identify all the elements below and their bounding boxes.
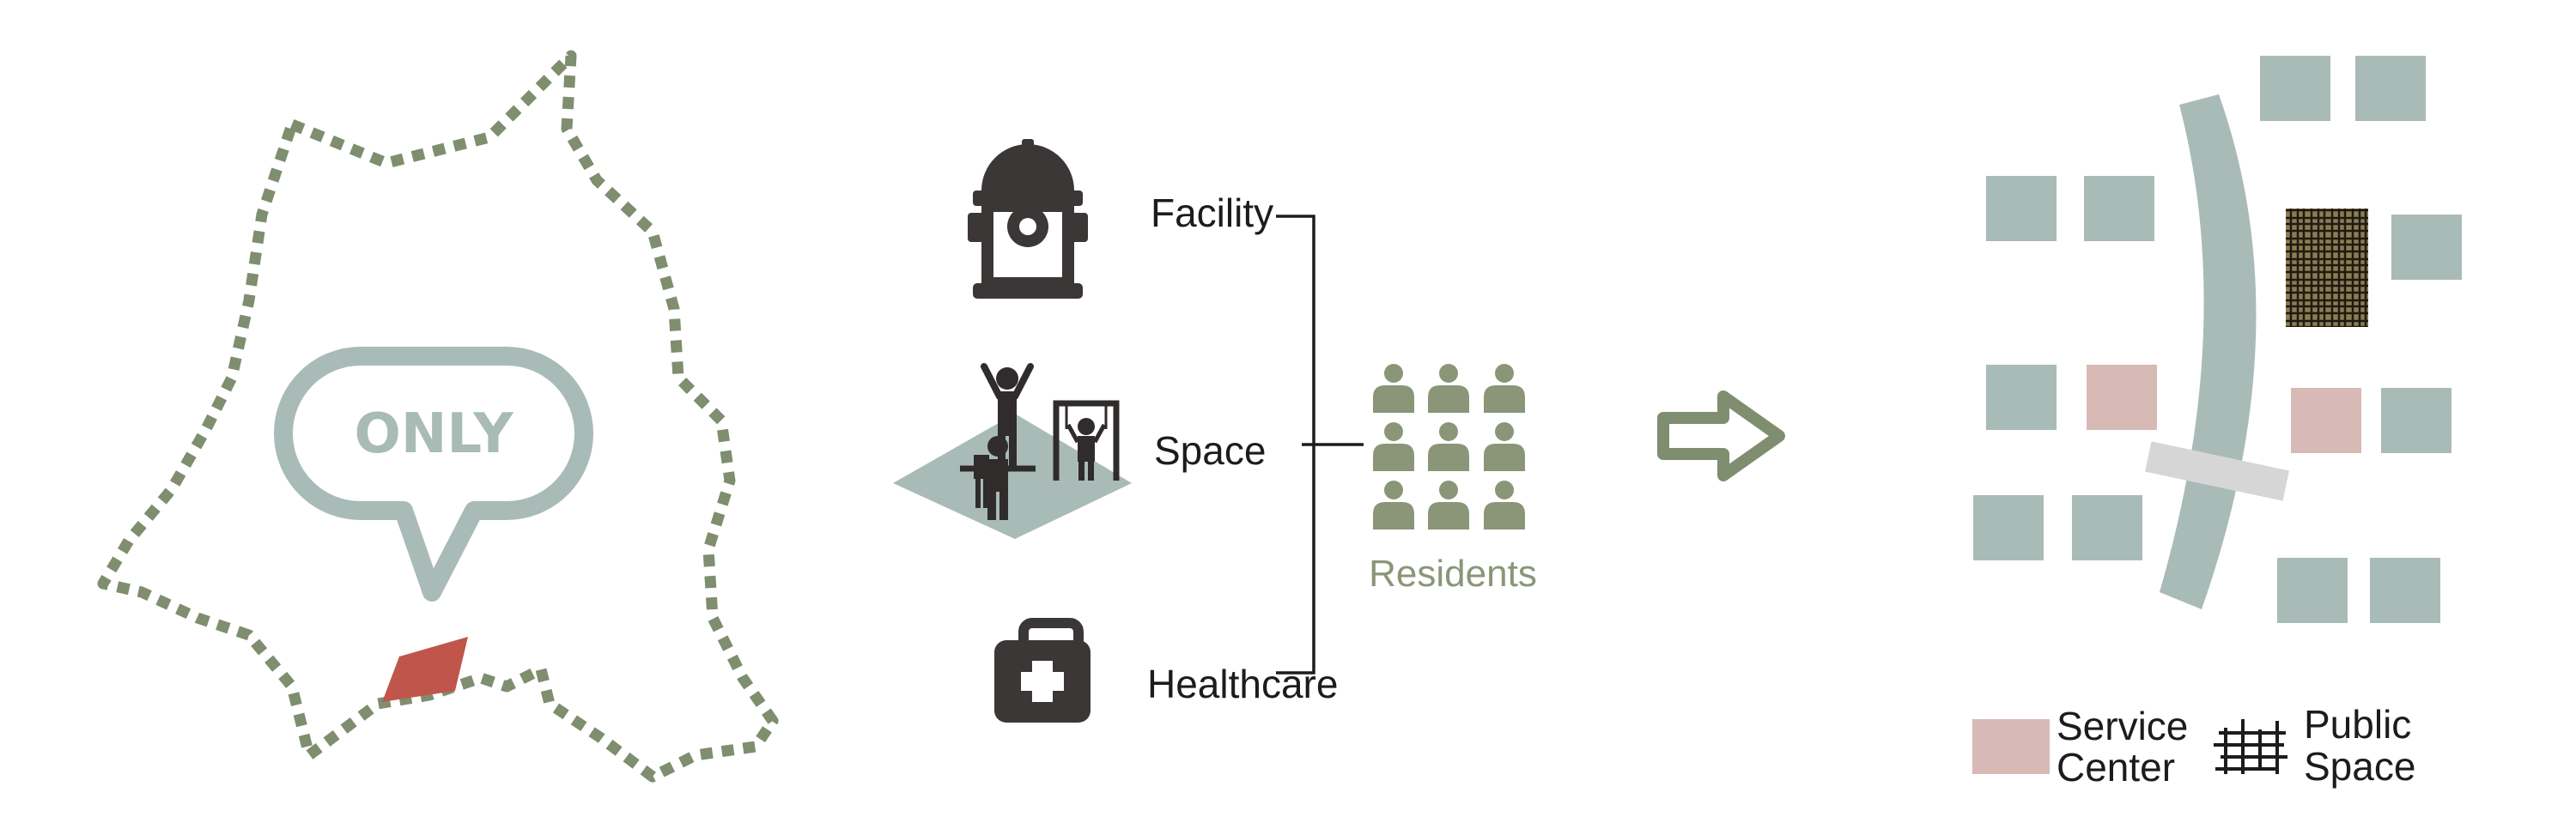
street-crossing: [2145, 441, 2289, 501]
resident-person-icon: [1484, 481, 1525, 529]
medical-kit-icon: [994, 618, 1091, 723]
resident-person-icon: [1484, 364, 1525, 413]
building-blocks: [1973, 56, 2462, 623]
services-diagram: Facility Space Healthcare Residents: [893, 139, 1537, 723]
residents-grid: [1373, 364, 1525, 529]
building-block: [2260, 56, 2330, 121]
resident-person-icon: [1373, 364, 1414, 413]
service-center-block: [2291, 388, 2361, 453]
legend-public-space-line2: Space: [2304, 744, 2415, 789]
bracket-connector: [1276, 215, 1364, 675]
main-street: [2160, 94, 2257, 609]
service-center-swatch: [1972, 719, 2050, 774]
space-label: Space: [1154, 428, 1266, 473]
building-block: [1986, 365, 2057, 430]
public-space-swatch-icon: [2214, 719, 2287, 774]
building-block: [1986, 176, 2057, 241]
resident-person-icon: [1373, 422, 1414, 471]
only-bubble-text: ONLY: [354, 402, 513, 466]
service-center-block: [2087, 365, 2157, 430]
only-bubble-outline: [274, 347, 593, 602]
building-block: [2391, 215, 2462, 280]
legend-service-center-line2: Center: [2057, 745, 2175, 790]
resident-person-icon: [1428, 481, 1469, 529]
district-boundary: [97, 50, 779, 783]
legend: Service Center Public Space: [1972, 702, 2415, 790]
legend-service-center-line1: Service: [2057, 704, 2188, 748]
resident-person-icon: [1373, 481, 1414, 529]
fire-hydrant-icon: [968, 139, 1088, 299]
building-block: [2355, 56, 2426, 121]
building-block: [2370, 558, 2440, 623]
building-block: [2072, 495, 2142, 560]
building-block: [2277, 558, 2348, 623]
resident-person-icon: [1428, 364, 1469, 413]
residents-label: Residents: [1369, 553, 1537, 595]
legend-public-space-line1: Public: [2304, 702, 2411, 747]
resident-person-icon: [1484, 422, 1525, 471]
site-plan: [1973, 56, 2462, 623]
building-block: [2381, 388, 2451, 453]
only-bubble: ONLY: [274, 347, 593, 602]
building-block: [1973, 495, 2044, 560]
facility-label: Facility: [1151, 191, 1273, 235]
resident-person-icon: [1428, 422, 1469, 471]
right-arrow-icon: [1657, 390, 1785, 481]
building-block: [2084, 176, 2154, 241]
district-map: ONLY: [97, 50, 779, 783]
project-site: [382, 637, 468, 702]
healthcare-label: Healthcare: [1147, 662, 1338, 706]
public-space-block: [2286, 209, 2368, 327]
playground-icon: [893, 363, 1132, 539]
